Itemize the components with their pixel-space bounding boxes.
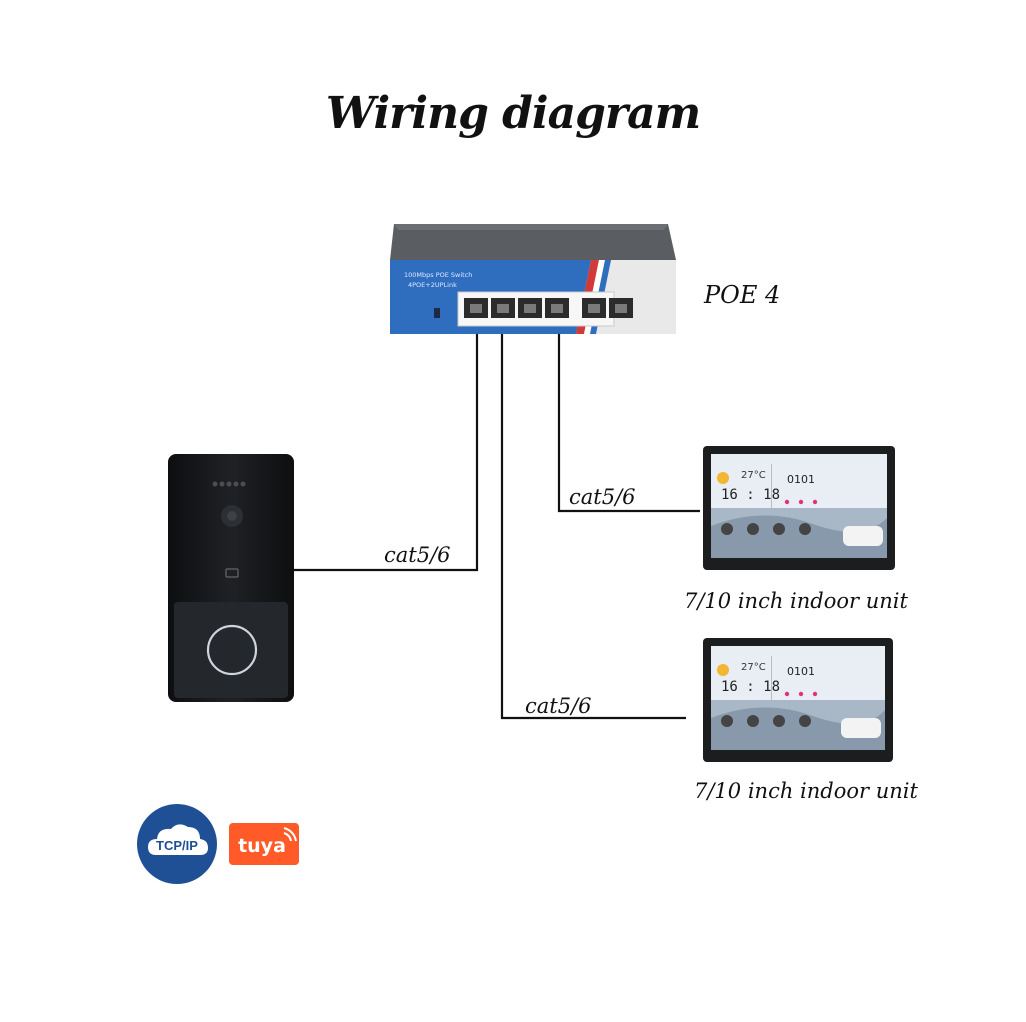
switch-panel-text-2: 4POE+2UPLink [408,281,457,289]
switch-panel-text-1: 100Mbps POE Switch [404,271,472,279]
indoor-unit-2: 27°C 16 : 18 0101 [703,638,893,762]
tuya-logo: tuya [229,823,299,865]
tcpip-logo: TCP/IP [137,804,217,884]
svg-text:16 : 18: 16 : 18 [721,487,780,503]
cable-indoor-unit-1 [557,322,700,513]
svg-text:0101: 0101 [787,665,815,678]
indoor-unit-2-label: 7/10 inch indoor unit [694,779,918,803]
svg-text:27°C: 27°C [741,662,766,673]
svg-text:16 : 18: 16 : 18 [721,679,780,695]
tcpip-logo-text: TCP/IP [156,838,198,853]
cable-label-door-station: cat5/6 [384,543,451,567]
svg-text:27°C: 27°C [741,470,766,481]
cable-door-station [292,322,479,572]
cable-label-indoor-unit-1: cat5/6 [569,485,636,509]
call-button-ring [206,624,258,676]
sun-icon [717,472,729,484]
page-title: Wiring diagram [325,88,701,139]
indoor-unit-1: 27°C 16 : 18 0101 [703,446,895,570]
cable-indoor-unit-2 [500,322,686,720]
tuya-logo-text: tuya [238,835,286,857]
cable-label-indoor-unit-2: cat5/6 [525,694,592,718]
svg-text:0101: 0101 [787,473,815,486]
sun-icon [717,664,729,676]
card-reader-icon [225,568,239,578]
indoor-unit-1-label: 7/10 inch indoor unit [684,589,908,613]
switch-label: POE 4 [704,281,781,309]
switch-button [434,308,440,318]
poe-switch: 100Mbps POE Switch 4POE+2UPLink [390,224,676,334]
door-station [168,454,294,702]
